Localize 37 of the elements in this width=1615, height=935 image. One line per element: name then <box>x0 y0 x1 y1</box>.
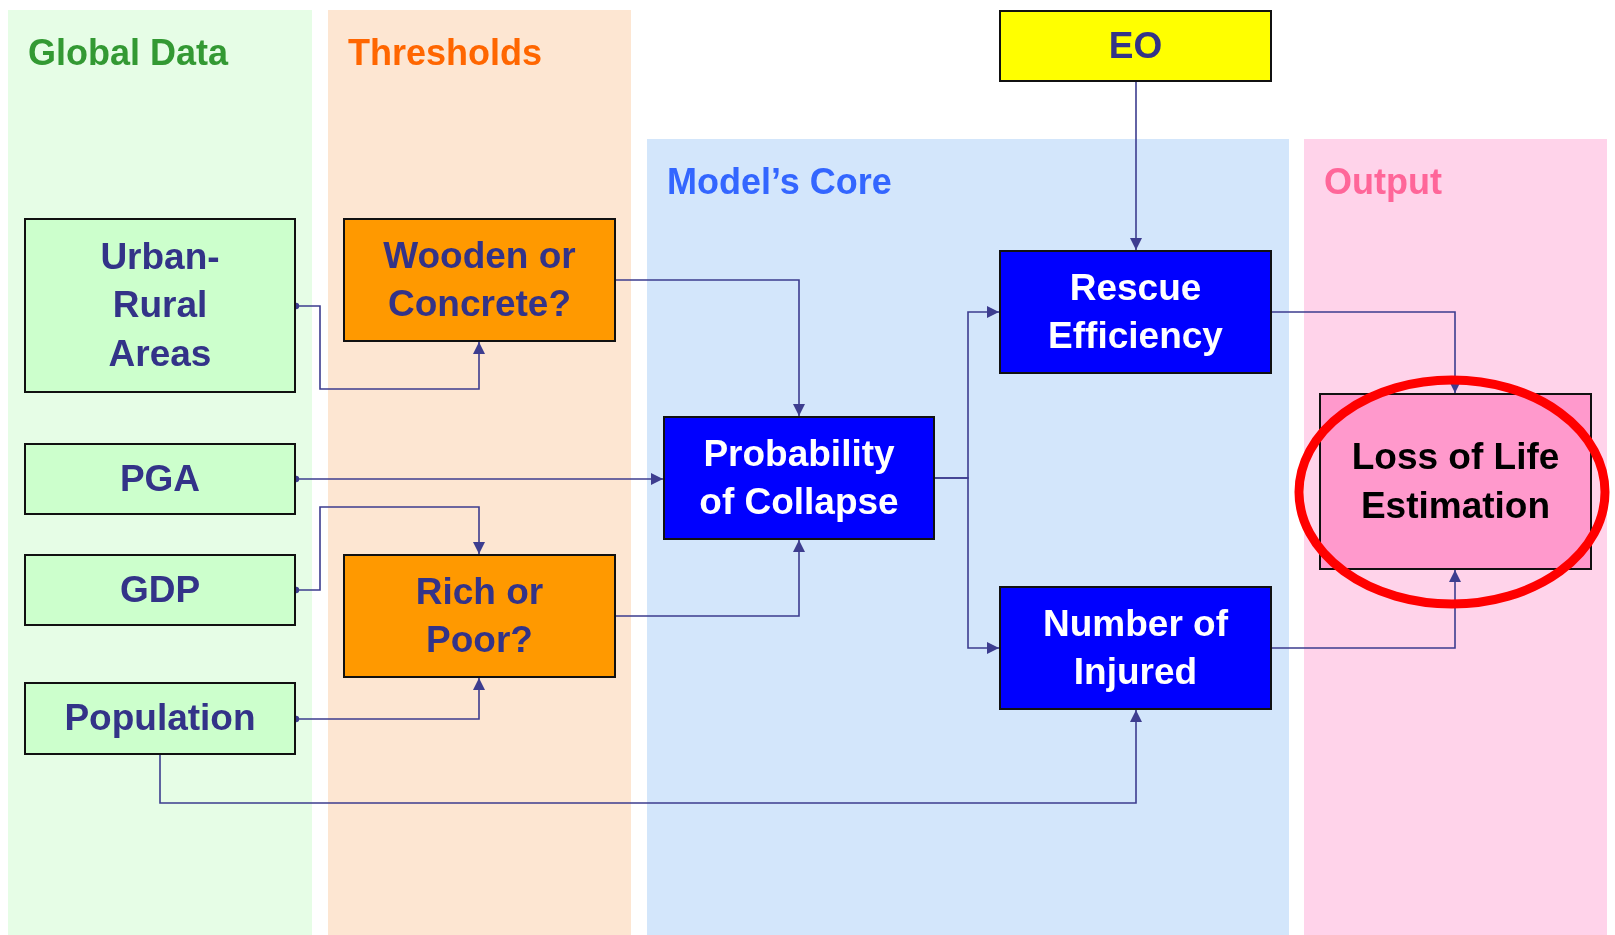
box-label: GDP <box>119 567 201 612</box>
column-band <box>328 10 631 935</box>
band-heading: Global Data <box>28 32 229 74</box>
box-label: PGA <box>119 456 201 501</box>
box-label: Loss of Life Estimation <box>1350 435 1561 528</box>
arrow <box>615 279 805 417</box>
process-box <box>343 218 616 342</box>
process-box <box>999 10 1272 82</box>
column-band <box>1304 139 1607 935</box>
box-label: Rich or Poor? <box>414 569 545 662</box>
band-heading: Output <box>1324 161 1442 203</box>
box-label: Probability of Collapse <box>698 431 900 524</box>
process-box <box>24 443 296 515</box>
box-label: Wooden or Concrete? <box>382 233 577 326</box>
box-label: Urban-Rural Areas <box>99 235 221 376</box>
arrow <box>159 709 1142 804</box>
band-heading: Model’s Core <box>667 161 892 203</box>
process-box <box>1319 393 1592 570</box>
column-band <box>647 139 1289 935</box>
column-band <box>8 10 312 935</box>
arrow <box>1271 311 1461 394</box>
band-heading: Thresholds <box>348 32 543 74</box>
box-label: Number of Injured <box>1042 601 1229 694</box>
process-box <box>999 250 1272 374</box>
process-box <box>24 682 296 755</box>
arrow <box>1271 569 1461 649</box>
process-box <box>663 416 935 540</box>
box-label: Population <box>64 696 256 741</box>
box-label: EO <box>1108 23 1163 68</box>
process-box <box>24 554 296 626</box>
process-box <box>999 586 1272 710</box>
process-box <box>343 554 616 678</box>
arrow <box>615 539 805 617</box>
arrow <box>934 477 1000 654</box>
box-label: Rescue Efficiency <box>1047 265 1224 358</box>
process-box <box>24 218 296 393</box>
arrow <box>1130 81 1142 251</box>
